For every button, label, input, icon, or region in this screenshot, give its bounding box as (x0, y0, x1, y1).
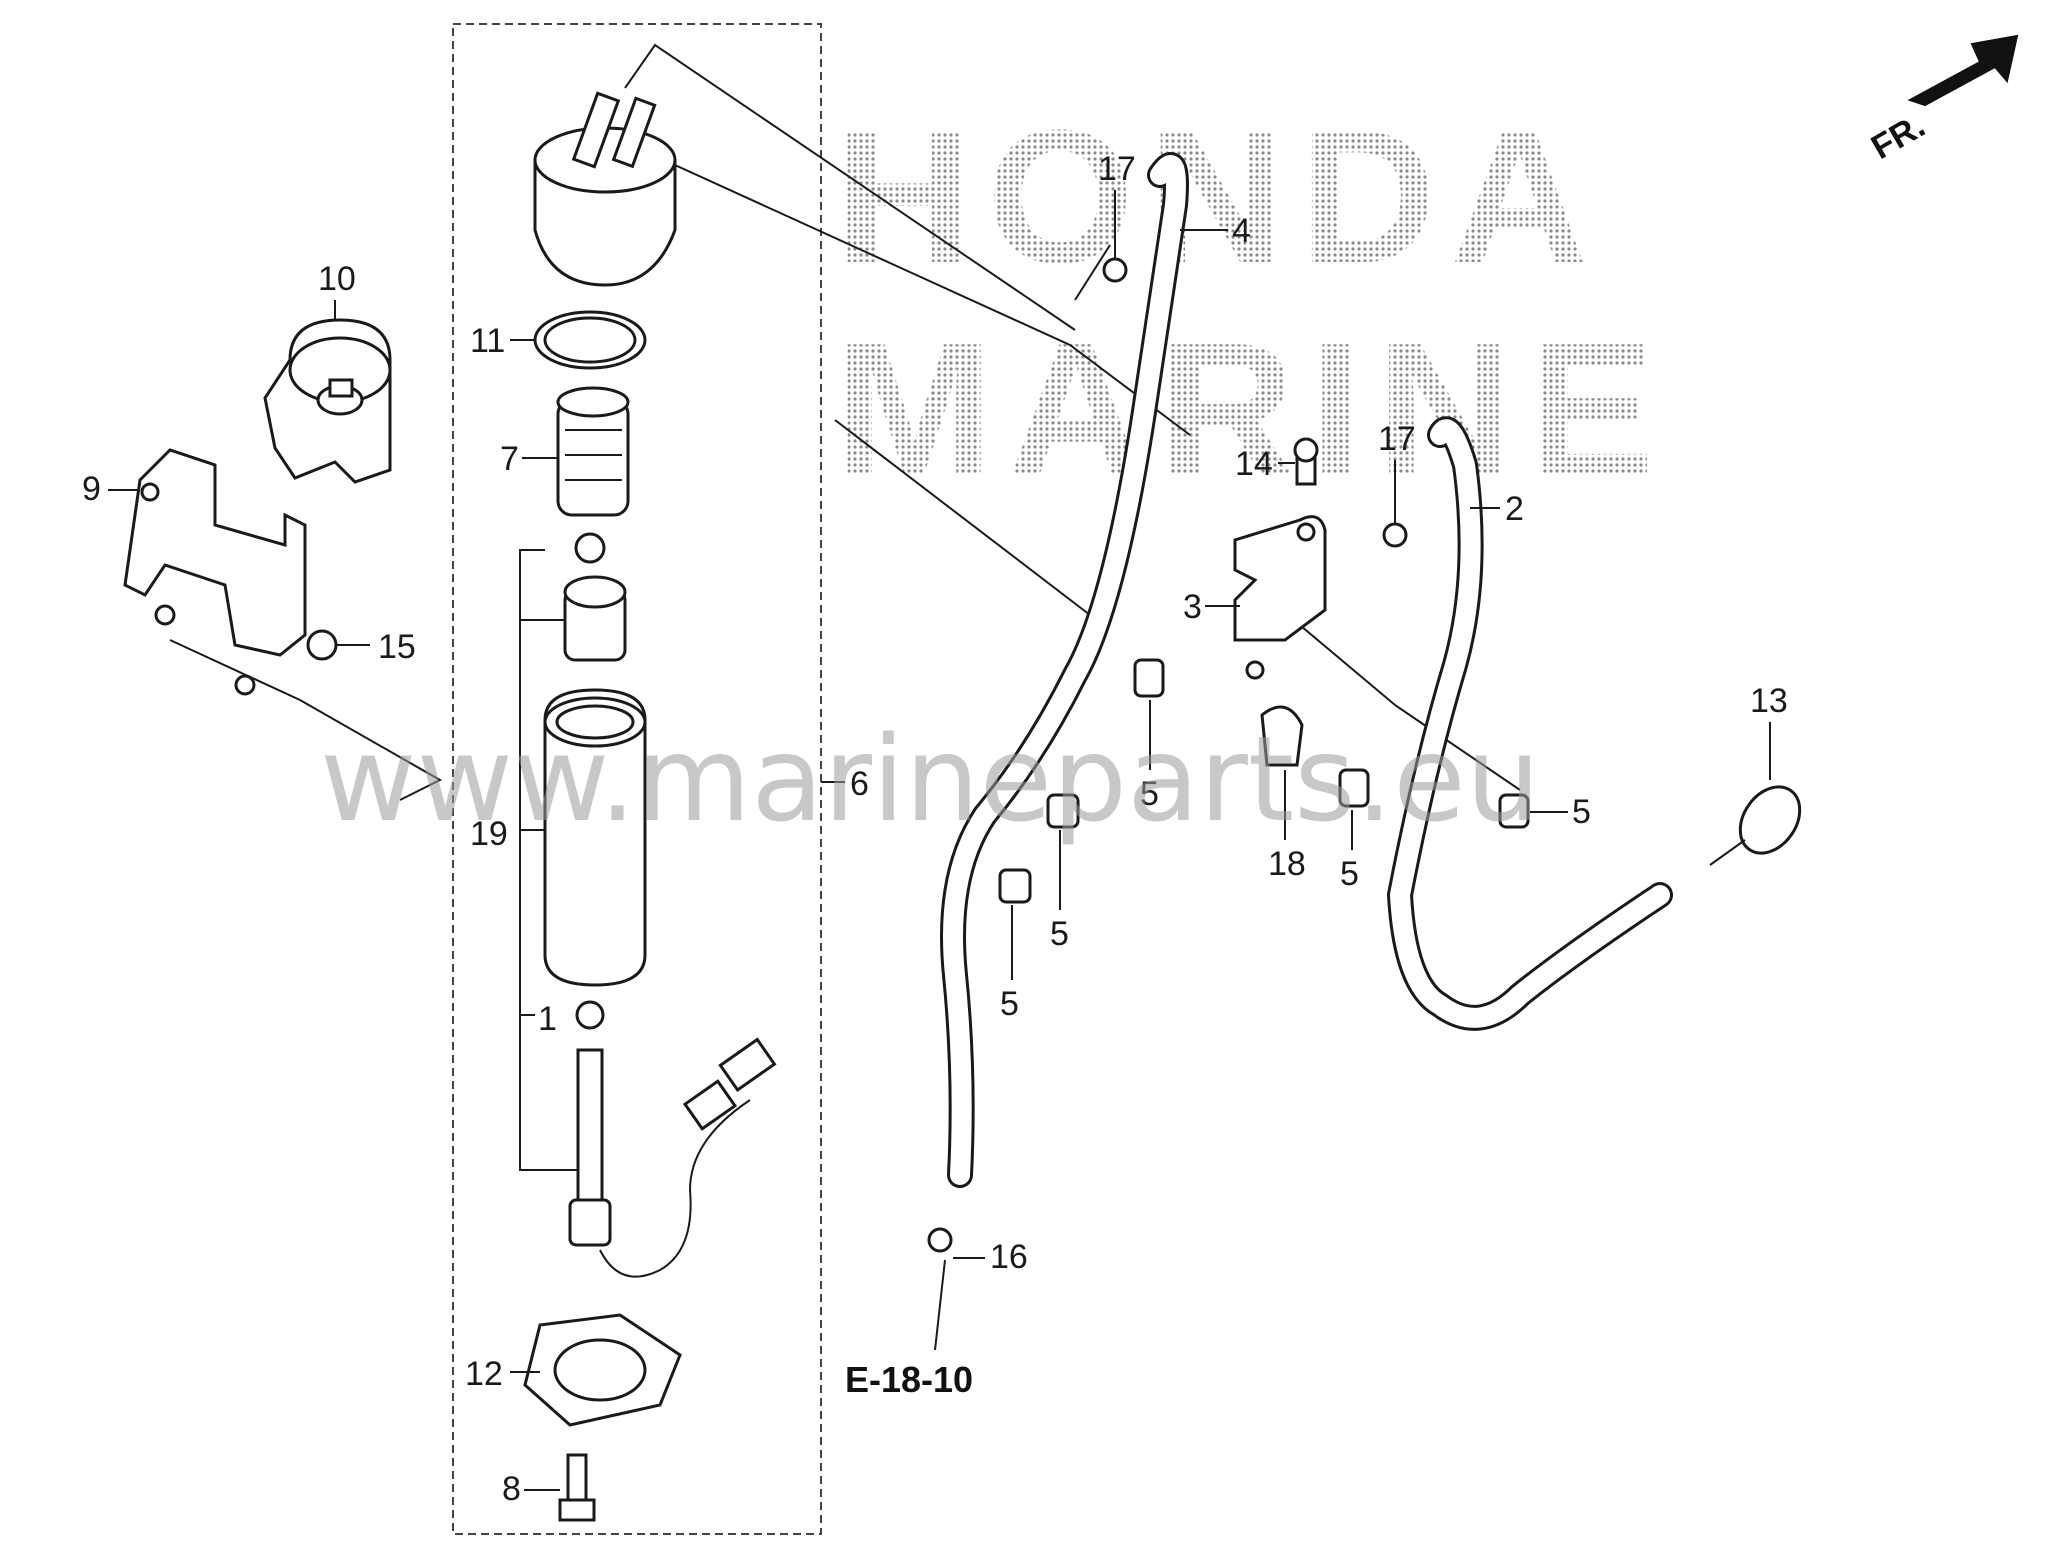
callout-10: 10 (318, 260, 356, 298)
clip-17-a[interactable] (1102, 257, 1128, 283)
callout-19: 19 (470, 815, 508, 853)
callout-18: 18 (1268, 845, 1306, 883)
brand-watermark: HONDA MARINE (835, 91, 1668, 516)
clamp-5-a[interactable] (1133, 658, 1165, 698)
clamp-5-c[interactable] (998, 868, 1032, 904)
callout-12: 12 (465, 1355, 503, 1393)
callout-16: 16 (990, 1238, 1028, 1276)
front-arrow-icon: FR. (1865, 34, 2019, 167)
brand-watermark-line1: HONDA (835, 91, 1602, 303)
part-9-bracket[interactable] (123, 448, 307, 696)
callout-4: 4 (1232, 212, 1251, 250)
callout-5-a: 5 (1140, 775, 1159, 813)
callouts: 10 11 7 9 15 19 1 12 8 6 17 4 14 17 2 3 (82, 150, 1788, 1508)
part-16-clip[interactable] (927, 1227, 953, 1253)
clamp-5-e[interactable] (1498, 793, 1530, 829)
part-10-cap-cover[interactable] (263, 318, 392, 484)
filter-spacer[interactable] (563, 575, 627, 662)
site-watermark: www.marineparts.eu (320, 710, 1541, 848)
part-18-clamp[interactable] (1260, 705, 1304, 767)
part-3-bracket[interactable] (1233, 515, 1327, 680)
reference-code[interactable]: E-18-10 (845, 1359, 973, 1400)
clamp-5-b[interactable] (1046, 793, 1080, 829)
front-direction-label: FR. (1865, 107, 1931, 167)
callout-5-e: 5 (1572, 793, 1591, 831)
callout-17-a: 17 (1098, 150, 1136, 188)
part-12-gasket[interactable] (523, 1313, 682, 1427)
filter-housing-cap[interactable] (533, 91, 677, 287)
part-11-o-ring-inner (543, 316, 637, 364)
clip-17-b[interactable] (1382, 522, 1408, 548)
callout-17-b: 17 (1378, 420, 1416, 458)
callout-1: 1 (538, 1000, 557, 1038)
part-8-bolt[interactable] (558, 1453, 596, 1522)
callout-13: 13 (1750, 682, 1788, 720)
assembly-box (452, 23, 822, 1535)
callout-2: 2 (1505, 490, 1524, 528)
callout-8: 8 (502, 1470, 521, 1508)
callout-14: 14 (1235, 445, 1273, 483)
brand-watermark-line2: MARINE (835, 304, 1668, 516)
part-7-filter-element[interactable] (556, 386, 630, 517)
callout-6: 6 (850, 765, 869, 803)
part-15-bolt[interactable] (306, 629, 370, 661)
callout-3: 3 (1183, 588, 1202, 626)
part-13-connector[interactable] (1709, 776, 1812, 866)
reference-leader (934, 1259, 946, 1351)
hose-4[interactable] (940, 152, 1189, 1188)
callout-11: 11 (470, 322, 505, 360)
callout-5-c: 5 (1000, 985, 1019, 1023)
part-19-filter-bowl[interactable] (543, 688, 647, 987)
callout-5-d: 5 (1340, 855, 1359, 893)
hose-2[interactable] (1387, 416, 1673, 1031)
callout-9: 9 (82, 470, 101, 508)
part-14-bolt[interactable] (1293, 437, 1319, 486)
filter-nut[interactable] (574, 532, 606, 564)
callout-15: 15 (378, 628, 416, 666)
part-1-nut[interactable] (575, 1000, 605, 1030)
callout-7: 7 (500, 440, 519, 478)
water-sensor[interactable] (568, 1037, 777, 1278)
clamp-5-d[interactable] (1338, 768, 1370, 808)
callout-5-b: 5 (1050, 915, 1069, 953)
